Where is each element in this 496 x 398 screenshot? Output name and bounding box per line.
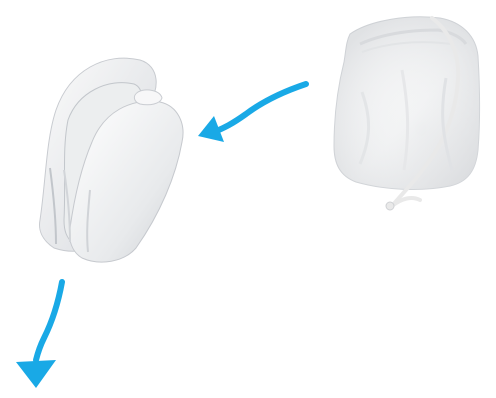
- curved-arrow-down-icon: [16, 282, 62, 388]
- drawstring-bag-icon: [334, 17, 480, 210]
- curved-arrow-left-icon: [198, 84, 306, 142]
- white-foam-case-icon: [40, 58, 184, 262]
